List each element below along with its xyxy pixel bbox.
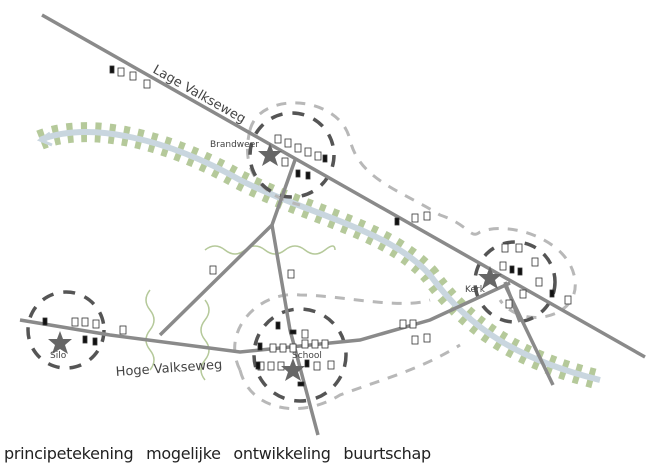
label-school: School	[292, 351, 322, 361]
road-hoge-valkseweg	[19, 281, 511, 354]
road-lage-valkseweg	[41, 13, 646, 359]
circle-school	[252, 307, 348, 403]
label-silo: Silo	[50, 351, 67, 361]
growth-arrows	[145, 245, 336, 381]
star-icon	[258, 143, 282, 166]
label-hoge-valkseweg: Hoge Valkseweg	[115, 358, 223, 380]
caption: principetekening mogelijke ontwikkeling …	[4, 444, 431, 463]
houses	[42, 65, 572, 387]
star-icon	[281, 358, 305, 381]
label-brandweer: Brandweer	[210, 140, 259, 150]
label-lage-valkseweg: Lage Valkseweg	[150, 62, 248, 127]
core-circles	[26, 111, 557, 403]
development-zones	[233, 101, 577, 411]
landmark-stars	[48, 143, 502, 381]
circle-silo	[26, 290, 106, 370]
arrow-icon	[36, 131, 53, 147]
label-kerk: Kerk	[465, 285, 486, 295]
star-icon	[48, 331, 72, 354]
railway	[36, 122, 603, 390]
star-icon	[478, 266, 502, 289]
circle-brandweer	[248, 111, 336, 199]
circle-kerk	[473, 240, 557, 324]
